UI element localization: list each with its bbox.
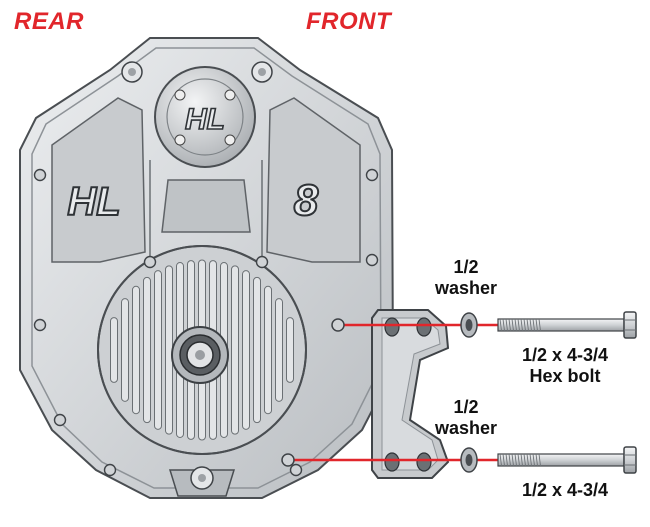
bolt-hole-icon (53, 413, 67, 427)
output-shaft-icon (171, 326, 229, 384)
cooling-fin (264, 285, 272, 415)
bolt-hole-icon (289, 463, 303, 477)
bolt-hole-icon (33, 168, 47, 182)
mounting-bracket (371, 309, 450, 479)
front-label: FRONT (306, 8, 392, 35)
bolt-hole-icon (255, 255, 269, 269)
model-number: 8 (294, 176, 319, 225)
rear-label: REAR (14, 8, 85, 35)
washer-word-bottom: washer (434, 418, 498, 438)
bolt-hole-icon (365, 253, 379, 267)
washer-size-bottom: 1/2 (453, 397, 479, 417)
cooling-fin (231, 265, 239, 435)
washer-size-top: 1/2 (453, 257, 479, 277)
housing-hole-icon (331, 318, 345, 332)
cooling-fin (132, 285, 140, 415)
cooling-fin (110, 317, 118, 383)
washer-label-top: 1/2 washer (428, 257, 504, 299)
bolt-hole-icon (103, 463, 117, 477)
washer-word-top: washer (434, 278, 498, 298)
cooling-fin (253, 276, 261, 424)
bracket-hole-icon (384, 452, 400, 472)
bottom-bolt-icon (168, 466, 236, 497)
bolt-size-bottom: 1/2 x 4-3/4 (521, 480, 609, 500)
washer-top-icon (460, 312, 478, 338)
gearbox-housing: HL HL 8 (19, 37, 395, 499)
hex-bolt-top-icon (497, 311, 637, 339)
bolt-hole-icon (33, 318, 47, 332)
washer-bottom-icon (460, 447, 478, 473)
cooling-fin (286, 317, 294, 383)
center-window (161, 179, 251, 233)
cooling-fin (275, 298, 283, 402)
bracket-hole-icon (384, 317, 400, 337)
corner-bolt-icon (121, 61, 143, 83)
cooling-fins (110, 259, 294, 441)
bolt-hole-icon (143, 255, 157, 269)
brand-logo-top: HL (185, 103, 225, 136)
boss-bolt-icon (224, 89, 236, 101)
washer-label-bottom: 1/2 washer (428, 397, 504, 439)
housing-inner-rim (31, 47, 382, 489)
cooling-fin (143, 276, 151, 424)
boss-bolt-icon (224, 134, 236, 146)
corner-bolt-icon (251, 61, 273, 83)
hex-bolt-bottom-icon (497, 446, 637, 474)
bolt-hole-icon (365, 168, 379, 182)
bolt-size-top: 1/2 x 4-3/4 (521, 345, 609, 365)
bolt-label-top: 1/2 x 4-3/4 Hex bolt (500, 345, 630, 387)
bolt-label-bottom: 1/2 x 4-3/4 (500, 480, 630, 501)
boss-bolt-icon (174, 134, 186, 146)
brand-logo-side: HL (67, 180, 120, 224)
cooling-fin (121, 298, 129, 402)
left-pocket (51, 97, 146, 263)
boss-bolt-icon (174, 89, 186, 101)
top-boss-ring (166, 78, 244, 156)
bolt-word-top: Hex bolt (529, 366, 601, 386)
housing-hole-icon (281, 453, 295, 467)
bracket-hole-icon (416, 317, 432, 337)
bracket-hole-icon (416, 452, 432, 472)
bolt-holes (33, 168, 379, 477)
cooling-fin (154, 270, 162, 430)
right-pocket (266, 97, 361, 263)
cooling-fin (242, 270, 250, 430)
